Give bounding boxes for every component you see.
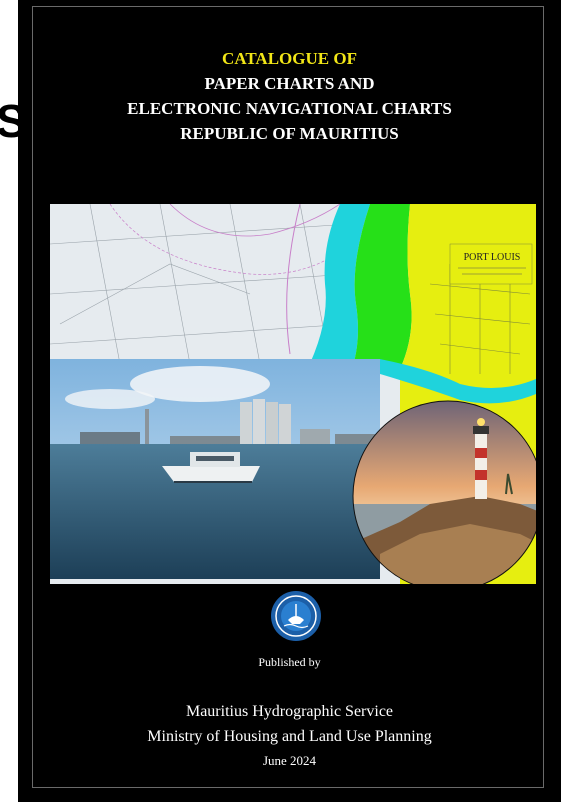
boat-photo [50,359,380,579]
publication-date: June 2024 [262,753,317,768]
publisher-block: Mauritius Hydrographic Service Ministry … [18,699,561,749]
hydrographic-seal-icon [270,590,322,642]
catalogue-cover: CATALOGUE OF PAPER CHARTS AND ELECTRONIC… [18,0,561,802]
port-louis-label: PORT LOUIS [464,252,521,263]
publisher-name: Mauritius Hydrographic Service [185,703,394,720]
cover-artwork: PORT LOUIS [50,204,536,584]
cover-title: CATALOGUE OF PAPER CHARTS AND ELECTRONIC… [18,46,561,146]
title-line-republic: REPUBLIC OF MAURITIUS [180,124,399,143]
title-line-catalogue: CATALOGUE OF [222,49,357,68]
title-line-paper-charts: PAPER CHARTS AND [204,74,375,93]
title-line-electronic-charts: ELECTRONIC NAVIGATIONAL CHARTS [127,99,452,118]
lighthouse-photo [352,400,536,584]
cover-frame [32,6,544,788]
publisher-ministry: Ministry of Housing and Land Use Plannin… [147,728,432,745]
published-by-label: Published by [258,655,321,669]
